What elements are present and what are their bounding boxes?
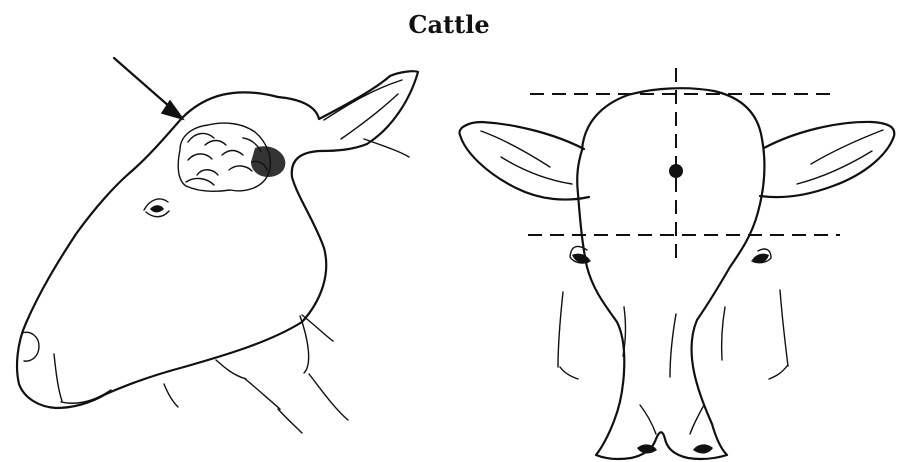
cattle-head-front-view [460,68,895,459]
brain-icon [178,123,285,191]
target-dot [669,164,683,178]
arrow-icon [114,58,183,119]
eye-icon [144,199,169,217]
cattle-head-side-view [17,58,418,433]
